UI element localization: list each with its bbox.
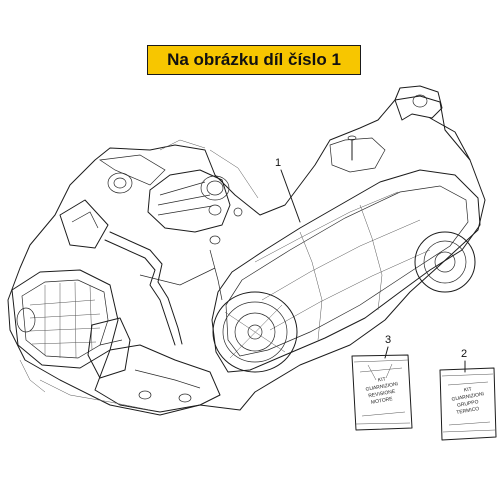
bag-right-line-4: TERMICO — [456, 406, 480, 416]
callout-label-2: 2 — [461, 348, 467, 360]
part-highlight-banner: Na obrázku díl číslo 1 — [147, 45, 361, 75]
bag-right-line-3: GRUPPO — [457, 399, 479, 409]
leader-line-1 — [280, 169, 301, 223]
callout-label-1: 1 — [275, 157, 281, 169]
bag-right-line-1: KIT — [463, 386, 472, 393]
gasket-kit-bag-cylinder-group: KIT GUARNIZIONI GRUPPO TERMICO — [439, 367, 497, 441]
bag-left-line-1: KIT — [377, 376, 386, 383]
bag-left-line-2: GUARNIZIONI — [365, 381, 398, 393]
gasket-kit-bag-engine-overhaul: KIT GUARNIZIONI REVISIONE MOTORE — [351, 354, 413, 431]
bag-left-line-4: MOTORE — [371, 396, 394, 406]
engine-assembly — [7, 85, 486, 416]
bag-left-line-3: REVISIONE — [368, 389, 397, 400]
callout-3: 3 — [384, 334, 391, 359]
bag-right-line-2: GUARNIZIONI — [451, 391, 484, 403]
leader-line-3 — [384, 346, 389, 359]
callout-2: 2 — [461, 348, 467, 373]
callout-1: 1 — [275, 157, 301, 223]
callout-label-3: 3 — [385, 334, 391, 346]
